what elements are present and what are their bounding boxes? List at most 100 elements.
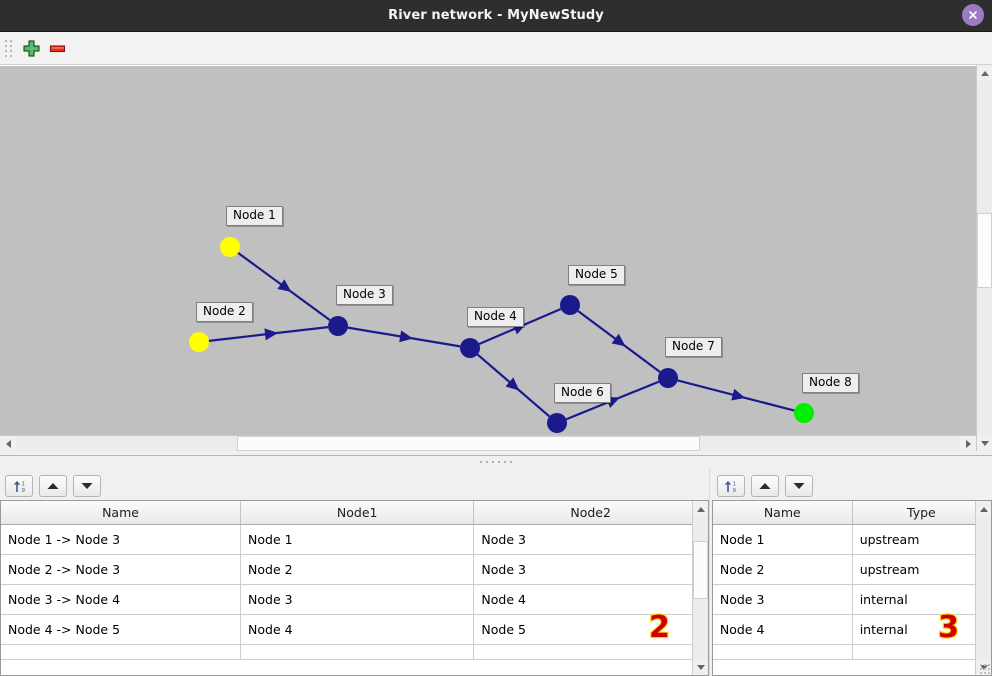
graph-node-node-8[interactable]	[794, 403, 814, 423]
panel-splitter[interactable]	[0, 455, 992, 468]
table-cell[interactable]	[712, 644, 853, 660]
table-cell[interactable]: Node 4	[240, 614, 475, 645]
table-cell[interactable]: Node 2	[712, 554, 853, 585]
graph-node-node-2[interactable]	[189, 332, 209, 352]
graph-edges	[208, 252, 795, 421]
nodes-sort-button[interactable]: 1 9	[716, 475, 745, 497]
canvas-scroll-right-button[interactable]	[960, 436, 976, 452]
table-cell[interactable]: Node 3 -> Node 4	[1, 584, 242, 615]
links-move-down-button[interactable]	[73, 475, 101, 497]
table-cell[interactable]	[1, 644, 242, 660]
main-toolbar	[0, 32, 992, 65]
nodes-table-scrollbar[interactable]	[975, 501, 992, 675]
nodes-move-down-button[interactable]	[784, 475, 813, 497]
nodes-column-header-name[interactable]: Name	[712, 501, 853, 525]
close-icon[interactable]	[962, 4, 984, 26]
graph-node-label-node-6[interactable]: Node 6	[554, 383, 611, 403]
chevron-up-icon	[980, 506, 989, 512]
table-cell[interactable]: Node 3	[473, 524, 708, 555]
remove-minus-icon[interactable]	[44, 35, 70, 61]
links-scroll-thumb[interactable]	[692, 541, 708, 599]
table-row-empty[interactable]	[712, 644, 992, 660]
nodes-scroll-down-button[interactable]	[976, 659, 992, 675]
table-cell[interactable]: internal	[852, 614, 992, 645]
links-scroll-up-button[interactable]	[692, 501, 708, 517]
canvas-hscroll-thumb[interactable]	[237, 436, 700, 451]
table-cell[interactable]	[473, 644, 708, 660]
network-graph-svg	[189, 237, 814, 433]
graph-node-node-5[interactable]	[560, 295, 580, 315]
table-cell[interactable]: internal	[852, 584, 992, 615]
graph-node-label-node-3[interactable]: Node 3	[336, 285, 393, 305]
graph-node-label-node-2[interactable]: Node 2	[196, 302, 253, 322]
table-cell[interactable]: Node 3	[240, 584, 475, 615]
add-plus-icon[interactable]	[18, 35, 44, 61]
canvas-vertical-scrollbar[interactable]	[976, 65, 992, 451]
network-graph-panel: Node 1 Node 2 Node 3 Node 4 Node 5 Node 6 Node…	[0, 65, 992, 468]
table-cell[interactable]: Node 3	[473, 554, 708, 585]
nodes-move-up-button[interactable]	[750, 475, 779, 497]
window-resize-grip[interactable]	[980, 664, 991, 674]
table-cell[interactable]: Node 1	[712, 524, 853, 555]
links-scroll-down-button[interactable]	[692, 659, 708, 675]
nodes-scroll-up-button[interactable]	[976, 501, 992, 517]
canvas-vscroll-thumb[interactable]	[977, 213, 992, 288]
graph-node-label-node-5[interactable]: Node 5	[568, 265, 625, 285]
graph-node-label-node-7[interactable]: Node 7	[665, 337, 722, 357]
links-move-up-button[interactable]	[39, 475, 67, 497]
graph-node-label-node-4[interactable]: Node 4	[467, 307, 524, 327]
network-canvas[interactable]: Node 1 Node 2 Node 3 Node 4 Node 5 Node 6 Node…	[0, 65, 976, 451]
table-cell[interactable]: upstream	[852, 524, 992, 555]
canvas-horizontal-scrollbar[interactable]	[0, 435, 976, 452]
canvas-scroll-left-button[interactable]	[0, 436, 16, 452]
svg-text:1: 1	[21, 481, 25, 487]
graph-node-node-1[interactable]	[220, 237, 240, 257]
table-cell[interactable]: Node 2	[240, 554, 475, 585]
table-cell[interactable]	[852, 644, 992, 660]
table-cell[interactable]: Node 2 -> Node 3	[1, 554, 242, 585]
links-column-header-name[interactable]: Name	[1, 501, 242, 525]
links-table-scrollbar[interactable]	[691, 501, 708, 675]
canvas-scroll-down-button[interactable]	[977, 435, 992, 451]
table-cell[interactable]	[240, 644, 475, 660]
links-column-header-node1[interactable]: Node1	[240, 501, 475, 525]
table-row-empty[interactable]	[1, 644, 708, 660]
nodes-column-header-type[interactable]: Type	[852, 501, 992, 525]
graph-node-label-node-1[interactable]: Node 1	[226, 206, 283, 226]
toolbar-drag-handle[interactable]	[4, 37, 13, 59]
graph-node-label-node-8[interactable]: Node 8	[802, 373, 859, 393]
graph-node-node-4[interactable]	[460, 338, 480, 358]
table-cell[interactable]: Node 3	[712, 584, 853, 615]
links-sort-button[interactable]: 1 9	[5, 475, 33, 497]
table-cell[interactable]: Node 5	[473, 614, 708, 645]
table-cell[interactable]: Node 1	[240, 524, 475, 555]
canvas-scroll-up-button[interactable]	[977, 65, 992, 81]
graph-node-node-3[interactable]	[328, 316, 348, 336]
panels-divider[interactable]	[708, 468, 712, 676]
nodes-scroll-track[interactable]	[976, 517, 992, 659]
table-cell[interactable]: upstream	[852, 554, 992, 585]
graph-node-node-7[interactable]	[658, 368, 678, 388]
table-cell[interactable]: Node 1 -> Node 3	[1, 524, 242, 555]
table-cell[interactable]: Node 4	[473, 584, 708, 615]
table-cell[interactable]: Node 4 -> Node 5	[1, 614, 242, 645]
table-cell[interactable]: Node 4	[712, 614, 853, 645]
graph-node-node-6[interactable]	[547, 413, 567, 433]
graph-edge-arrow-icon	[277, 279, 292, 292]
links-column-header-node2[interactable]: Node2	[473, 501, 708, 525]
